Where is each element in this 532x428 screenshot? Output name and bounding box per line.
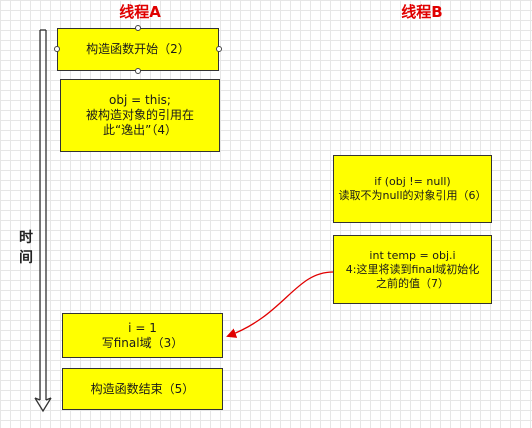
thread-a-header: 线程A <box>119 3 161 21</box>
reorder-arrow <box>226 271 334 338</box>
handle-bottom[interactable] <box>135 68 141 74</box>
handle-top[interactable] <box>135 25 141 31</box>
read-final-box: int temp = obj.i 4:这里将读到final域初始化 之前的值（7… <box>333 235 492 304</box>
read-ref-box: if (obj != null) 读取不为null的对象引用（6） <box>333 155 492 223</box>
timeline-label: 时 间 <box>19 230 33 266</box>
ctor-end-box: 构造函数结束（5） <box>62 368 223 410</box>
handle-left[interactable] <box>54 46 60 52</box>
handle-right[interactable] <box>216 46 222 52</box>
obj-escape-box: obj = this; 被构造对象的引用在 此“逸出”（4） <box>60 79 220 152</box>
write-final-box: i = 1 写final域（3） <box>62 313 223 358</box>
ctor-start-box: 构造函数开始（2） <box>57 28 219 71</box>
timeline-arrow <box>34 29 52 413</box>
thread-b-header: 线程B <box>401 3 443 21</box>
